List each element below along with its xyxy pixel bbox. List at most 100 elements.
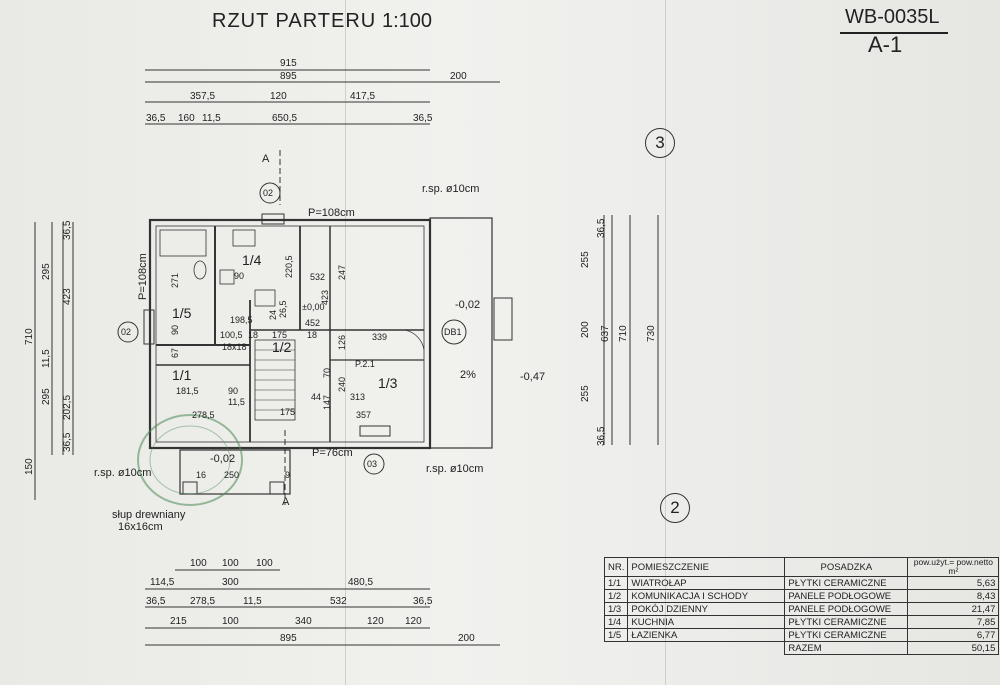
- cell-floor: PANELE PODŁOGOWE: [784, 589, 909, 603]
- dim-36-5: 36,5: [596, 218, 607, 238]
- cell-area: 21,47: [907, 602, 1000, 616]
- dim-198-5: 198,5: [230, 315, 253, 325]
- dim-67: 67: [170, 348, 180, 358]
- dim-271: 271: [170, 273, 180, 288]
- cell-room: KOMUNIKACJA I SCHODY: [627, 589, 786, 603]
- cell-area: 6,77: [907, 628, 1000, 642]
- dim-36-5: 36,5: [413, 596, 433, 607]
- col-header-floor: POSADZKA: [784, 557, 909, 577]
- table-header-row: NR. POMIESZCZENIE POSADZKA pow.użyt.= po…: [603, 557, 1000, 577]
- cell-area: 7,85: [907, 615, 1000, 629]
- sheet-number: A-1: [868, 32, 903, 57]
- dim-295: 295: [41, 263, 52, 280]
- cell-nr: 1/1: [603, 576, 629, 590]
- dim-70: 70: [322, 368, 332, 378]
- dim-100: 100: [256, 558, 273, 569]
- dim-532: 532: [310, 272, 325, 282]
- cell-room: ŁAZIENKA: [627, 628, 786, 642]
- cell-floor: PŁYTKI CERAMICZNE: [784, 615, 909, 629]
- dim-11-5: 11,5: [41, 349, 52, 368]
- room-1-2: 1/2: [272, 339, 292, 355]
- table-row: 1/1 WIATROŁAP PŁYTKI CERAMICZNE 5,63: [603, 576, 1000, 590]
- dim-36-5: 36,5: [146, 113, 166, 124]
- dim-200: 200: [450, 71, 467, 82]
- dim-895: 895: [280, 71, 297, 82]
- dim-340: 340: [295, 616, 312, 627]
- section-a-bottom: A: [282, 496, 290, 508]
- total-value: 50,15: [907, 641, 1000, 655]
- dim-18x18: 18x18: [222, 342, 247, 352]
- dim-90: 90: [234, 271, 244, 281]
- dim-120: 120: [367, 616, 384, 627]
- dim-150: 150: [24, 458, 35, 475]
- room-1-4: 1/4: [242, 252, 262, 268]
- dim-202-5: 202,5: [62, 395, 73, 420]
- dim-36-5: 36,5: [596, 426, 607, 446]
- dim-18: 18: [248, 330, 258, 340]
- cell-room: KUCHNIA: [627, 615, 786, 629]
- p-left: P=108cm: [137, 253, 149, 300]
- dim-915: 915: [280, 58, 297, 69]
- project-code: WB-0035L: [845, 6, 940, 28]
- table-row: 1/2 KOMUNIKACJA I SCHODY PANELE PODŁOGOW…: [603, 589, 1000, 603]
- total-label: RAZEM: [784, 641, 909, 655]
- paper-fold-line: [345, 0, 346, 685]
- dim-423: 423: [320, 290, 330, 305]
- dim-16: 16: [196, 470, 206, 480]
- dim-90c: 90: [170, 325, 180, 335]
- dim-452: 452: [305, 318, 320, 328]
- dim-181-5: 181,5: [176, 386, 199, 396]
- cell-area: 5,63: [907, 576, 1000, 590]
- dim-300: 300: [222, 577, 239, 588]
- col-header-area: pow.użyt.= pow.netto m²: [907, 557, 1000, 577]
- dim-126: 126: [337, 335, 347, 350]
- dim-11-5: 11,5: [202, 113, 221, 124]
- dim-895: 895: [280, 633, 297, 644]
- dim-423: 423: [62, 288, 73, 305]
- dim-100-5: 100,5: [220, 330, 243, 340]
- dim-417-5: 417,5: [350, 91, 375, 102]
- sheet-circle-2: 2: [660, 493, 690, 523]
- dim-278-5: 278,5: [190, 596, 215, 607]
- rsp-top: r.sp. ø10cm: [422, 183, 479, 195]
- dim-357: 357: [356, 410, 371, 420]
- dim-295: 295: [41, 388, 52, 405]
- cell-floor: PANELE PODŁOGOWE: [784, 602, 909, 616]
- dim-730: 730: [646, 325, 657, 342]
- dim-11-5b: 11,5: [228, 397, 245, 407]
- cell-nr: 1/2: [603, 589, 629, 603]
- dim-11-5: 11,5: [243, 596, 262, 607]
- dim-175: 175: [272, 330, 287, 340]
- dim-18b: 18: [307, 330, 317, 340]
- room-schedule-table: NR. POMIESZCZENIE POSADZKA pow.użyt.= po…: [603, 557, 1000, 655]
- rsp-right: r.sp. ø10cm: [426, 463, 483, 475]
- room-1-1: 1/1: [172, 367, 192, 383]
- slope-outside: -0,47: [520, 371, 545, 383]
- dim-120: 120: [270, 91, 287, 102]
- rsp-left: r.sp. ø10cm: [94, 467, 151, 479]
- dim-175b: 175: [280, 407, 295, 417]
- col-header-room: POMIESZCZENIE: [627, 557, 786, 577]
- column-note: słup drewniany: [112, 509, 186, 521]
- dim-650-5: 650,5: [272, 113, 297, 124]
- dim-36-5: 36,5: [62, 432, 73, 452]
- dim-160: 160: [178, 113, 195, 124]
- dim-215: 215: [170, 616, 187, 627]
- col-header-nr: NR.: [603, 557, 629, 577]
- room-1-5: 1/5: [172, 305, 192, 321]
- dim-480-5: 480,5: [348, 577, 373, 588]
- table-row: 1/5 ŁAZIENKA PŁYTKI CERAMICZNE 6,77: [603, 628, 1000, 642]
- p-top: P=108cm: [308, 207, 355, 219]
- cell-nr: 1/3: [603, 602, 629, 616]
- dim-120: 120: [405, 616, 422, 627]
- label-p21: P.2.1: [355, 359, 375, 369]
- section-a-top: A: [262, 153, 270, 165]
- slope-porch: -0,02: [210, 453, 235, 465]
- dim-200: 200: [580, 321, 591, 338]
- dim-44: 44: [311, 392, 321, 402]
- dim-36-5: 36,5: [62, 220, 73, 240]
- dim-26-5: 26,5: [278, 300, 288, 318]
- dim-90b: 90: [228, 386, 238, 396]
- dim-100: 100: [190, 558, 207, 569]
